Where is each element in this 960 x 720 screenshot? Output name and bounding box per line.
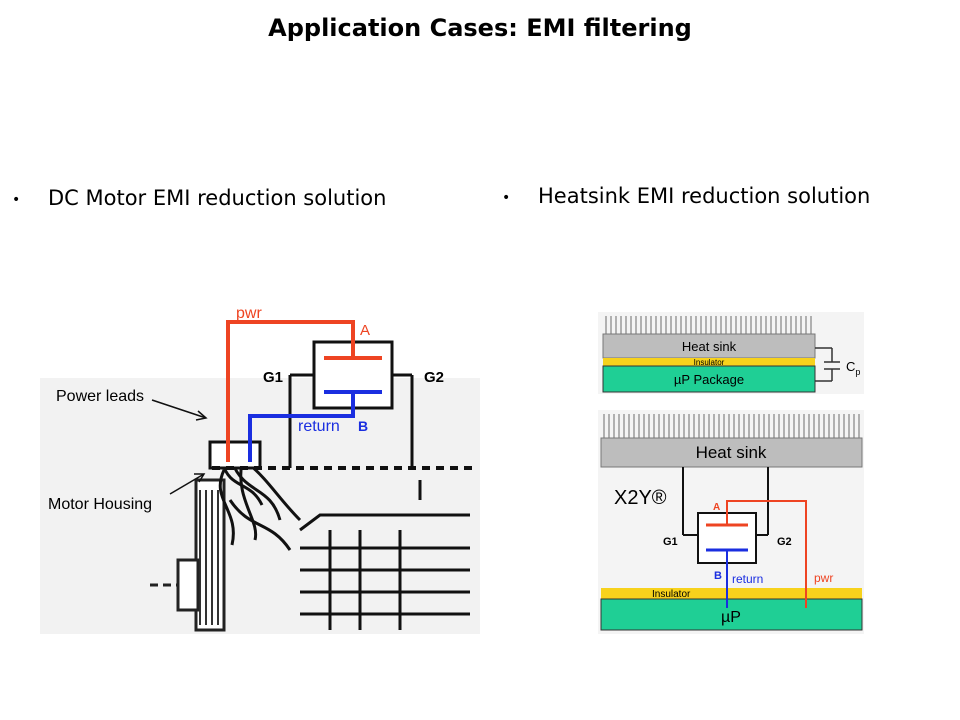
top-package <box>602 365 816 393</box>
bottom-g1-label: G1 <box>663 536 678 548</box>
motor-shaft <box>150 558 200 612</box>
bottom-insulator <box>601 588 862 599</box>
bottom-pwr-wire <box>726 500 807 608</box>
top-package-label: µP Package <box>674 372 744 387</box>
power-leads-label: Power leads <box>56 388 144 405</box>
bottom-up-label: µP <box>721 609 741 626</box>
top-heat-sink-label: Heat sink <box>682 339 737 354</box>
motor-housing-body <box>299 480 470 630</box>
pwr-label: pwr <box>236 305 262 322</box>
bottom-plate-b-label: B <box>714 570 722 582</box>
bottom-heat-sink <box>600 437 863 468</box>
bullet-text: DC Motor EMI reduction solution <box>48 186 387 210</box>
x2y-label: X2Y® <box>614 487 667 509</box>
bottom-heat-sink-fins <box>603 414 860 438</box>
g1-label: G1 <box>263 369 283 386</box>
return-wire <box>248 406 355 462</box>
bottom-heat-sink-label: Heat sink <box>696 443 767 462</box>
callout-arrows <box>151 399 208 495</box>
bottom-pwr-label: pwr <box>814 571 833 585</box>
top-insulator <box>603 358 815 366</box>
bottom-return-label: return <box>732 572 763 586</box>
top-heat-sink-fins <box>605 316 812 334</box>
g2-label: G2 <box>424 369 444 386</box>
pwr-wire <box>226 320 355 462</box>
plate-a-label: A <box>360 322 370 339</box>
bottom-g2-label: G2 <box>777 536 792 548</box>
top-insulator-label: Insulator <box>694 358 725 367</box>
bullet-dot: • <box>502 190 511 206</box>
bottom-insulator-label: Insulator <box>652 589 691 600</box>
bottom-up-package <box>600 598 863 631</box>
plate-b-label: B <box>358 418 368 434</box>
slide-title: Application Cases: EMI filtering <box>268 14 692 42</box>
motor-flange-hatching <box>199 490 219 625</box>
cp-label: Cp <box>846 359 860 377</box>
cp-capacitor <box>815 347 840 382</box>
bottom-plate-a-label: A <box>713 502 720 513</box>
return-label: return <box>298 418 340 435</box>
bullet-text: Heatsink EMI reduction solution <box>538 184 871 208</box>
motor-housing-label: Motor Housing <box>48 496 152 513</box>
ground-leads <box>288 373 414 468</box>
bullet-dot: • <box>12 192 21 208</box>
